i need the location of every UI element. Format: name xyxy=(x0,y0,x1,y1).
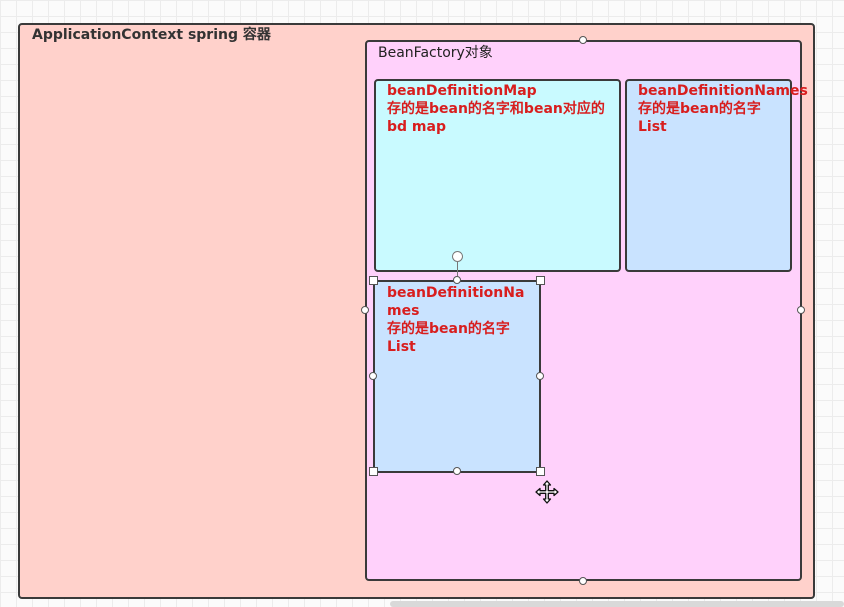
selection-handle-middle-left[interactable] xyxy=(369,372,377,380)
selection-handle-top-left[interactable] xyxy=(369,276,378,285)
selection-handle-middle-right[interactable] xyxy=(536,372,544,380)
bean-definition-map-box[interactable] xyxy=(374,79,621,272)
selection-handle-bottom-middle[interactable] xyxy=(453,467,461,475)
bean-factory-title: BeanFactory对象 xyxy=(378,45,493,61)
selection-handle-top-middle[interactable] xyxy=(453,276,461,284)
bean-factory-handle-left[interactable] xyxy=(361,306,369,314)
selection-handle-top-right[interactable] xyxy=(536,276,545,285)
move-cursor-icon xyxy=(535,480,559,504)
application-context-title: ApplicationContext spring 容器 xyxy=(32,27,271,43)
selection-handle-bottom-left[interactable] xyxy=(369,467,378,476)
bean-definition-names-text-right: beanDefinitionNames存的是bean的名字List xyxy=(638,83,808,135)
bean-definition-names-box-right[interactable] xyxy=(625,79,792,272)
bean-factory-handle-right[interactable] xyxy=(797,306,805,314)
horizontal-scrollbar[interactable] xyxy=(390,601,844,607)
selection-handle-bottom-right[interactable] xyxy=(536,467,545,476)
rotate-handle-stem xyxy=(457,262,458,276)
bean-factory-handle-bottom[interactable] xyxy=(579,577,587,585)
bean-factory-handle-top[interactable] xyxy=(579,36,587,44)
bean-definition-map-text: beanDefinitionMap 存的是bean的名字和bean对应的bd m… xyxy=(387,83,605,135)
rotate-handle-icon[interactable] xyxy=(452,251,463,262)
bean-definition-names-text-selected: beanDefinitionNa mes 存的是bean的名字 List xyxy=(387,285,525,355)
